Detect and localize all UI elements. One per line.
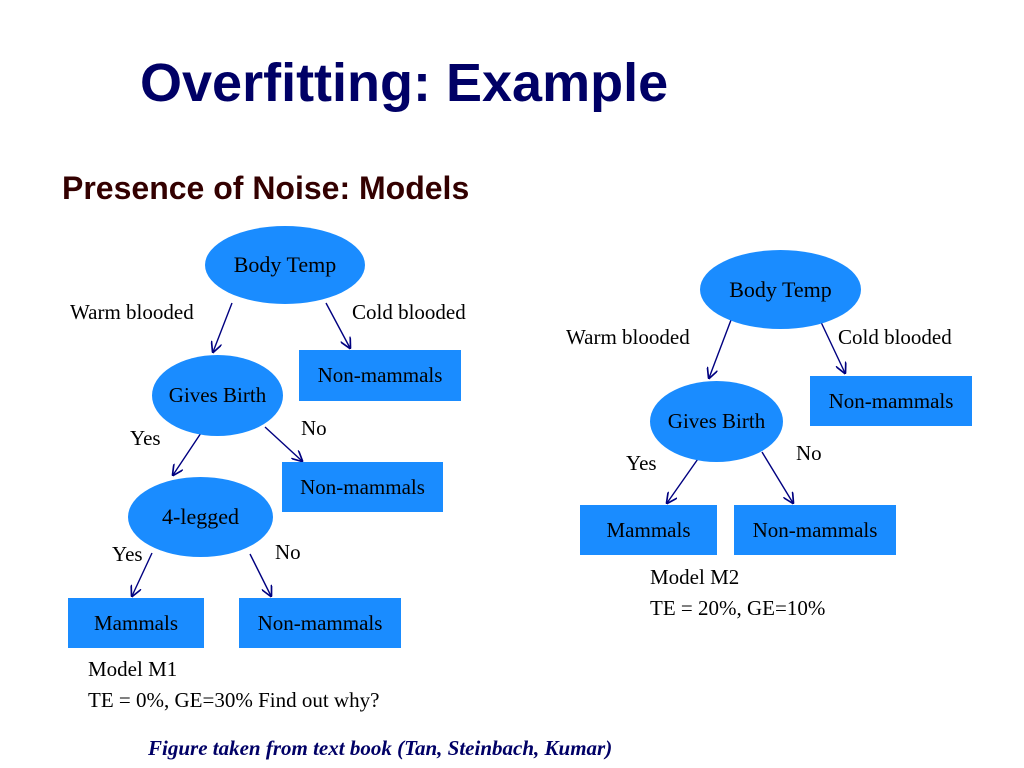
- m2-gb-yes-leaf: Mammals: [580, 505, 717, 555]
- m2-caption-line2: TE = 20%, GE=10%: [650, 596, 826, 620]
- m2-edge-gb-yes-leaf: [667, 455, 701, 503]
- m1-warm-label: Warm blooded: [70, 300, 194, 324]
- m2-edge-root-gives-birth: [709, 319, 732, 378]
- m1-four-legged-node: 4-legged: [128, 477, 273, 557]
- m1-edge-root-gives-birth: [213, 302, 233, 352]
- m2-cold-label: Cold blooded: [838, 325, 952, 349]
- m2-gb-yes-label: Yes: [626, 451, 657, 475]
- m2-warm-label: Warm blooded: [566, 325, 690, 349]
- m1-caption: Model M1 TE = 0%, GE=30% Find out why?: [88, 654, 379, 716]
- m1-gb-yes-label: Yes: [130, 426, 161, 450]
- m1-cold-leaf: Non-mammals: [299, 350, 461, 401]
- m2-gb-no-label: No: [796, 441, 822, 465]
- m2-caption-line1: Model M2: [650, 565, 740, 589]
- m1-gb-no-leaf: Non-mammals: [282, 462, 443, 512]
- m1-edge-fl-yes-leaf: [132, 552, 153, 596]
- m1-caption-line1: Model M1: [88, 657, 178, 681]
- m2-edge-root-cold-leaf: [819, 319, 845, 373]
- m1-edge-gb-no-leaf: [264, 426, 302, 461]
- m2-gb-no-leaf: Non-mammals: [734, 505, 896, 555]
- slide-subtitle: Presence of Noise: Models: [62, 170, 470, 206]
- m2-gives-birth-node: Gives Birth: [650, 381, 783, 462]
- m2-caption: Model M2 TE = 20%, GE=10%: [650, 562, 825, 624]
- m1-edge-fl-no-leaf: [249, 553, 271, 596]
- m1-fl-no-leaf: Non-mammals: [239, 598, 401, 648]
- m1-root-node: Body Temp: [205, 226, 365, 304]
- m1-edge-root-cold-leaf: [325, 302, 350, 348]
- m2-root-node: Body Temp: [700, 250, 861, 329]
- m1-caption-line2: TE = 0%, GE=30% Find out why?: [88, 688, 380, 712]
- m1-fl-yes-label: Yes: [112, 542, 143, 566]
- m1-fl-yes-leaf: Mammals: [68, 598, 204, 648]
- slide-title: Overfitting: Example: [140, 53, 669, 113]
- m1-gb-no-label: No: [301, 416, 327, 440]
- m1-edge-gb-four-legged: [173, 429, 204, 475]
- m1-cold-label: Cold blooded: [352, 300, 466, 324]
- m1-gives-birth-node: Gives Birth: [152, 355, 283, 436]
- m2-edge-gb-no-leaf: [761, 451, 793, 503]
- m1-fl-no-label: No: [275, 540, 301, 564]
- m2-cold-leaf: Non-mammals: [810, 376, 972, 426]
- figure-credit: Figure taken from text book (Tan, Steinb…: [148, 736, 613, 760]
